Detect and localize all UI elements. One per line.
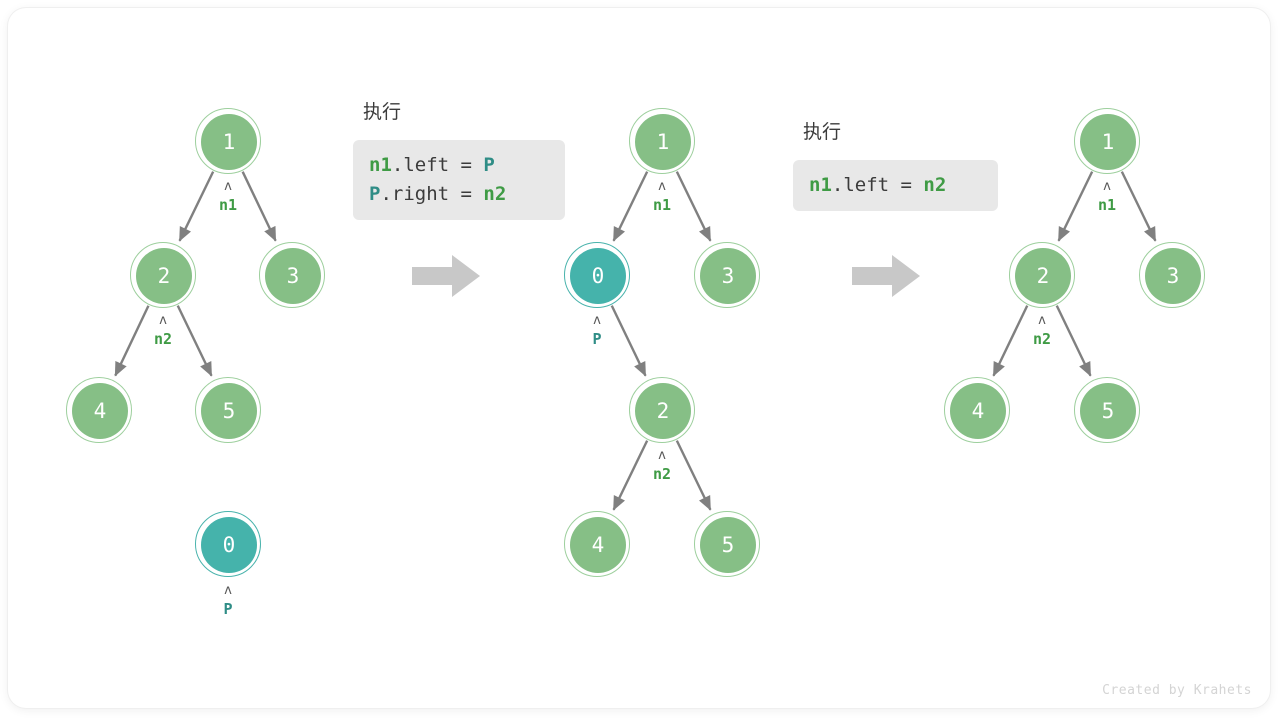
tree-node-value: 3 [286,263,300,288]
pointer-label-n1: ʌ n1 [622,179,702,214]
pointer-label-n2: ʌ n2 [1002,313,1082,348]
tree-node-1: 1 [195,108,261,174]
tree-node-1: 1 [629,108,695,174]
tree-node-value: 2 [157,263,171,288]
transition-arrow-icon [412,255,480,302]
tree-node-value: 4 [591,532,605,557]
code-token: .right = [380,183,484,205]
pointer-label-n1: ʌ n1 [188,179,268,214]
tree-node-fill: 0 [201,517,257,573]
code-line: n1.left = P [369,151,549,180]
caret-icon: ʌ [1103,179,1111,194]
tree-node-value: 1 [656,129,670,154]
tree-node-value: 5 [222,398,236,423]
caret-icon: ʌ [224,583,232,598]
tree-node-0: 0 [564,242,630,308]
tree-node-value: 3 [1166,263,1180,288]
tree-node-fill: 1 [201,114,257,170]
caret-icon: ʌ [658,448,666,463]
tree-node-fill: 3 [1145,248,1201,304]
tree-node-fill: 0 [570,248,626,304]
caret-icon: ʌ [159,313,167,328]
tree-node-4: 4 [564,511,630,577]
tree-node-fill: 4 [72,383,128,439]
pointer-name: n2 [1032,330,1052,348]
caret-icon: ʌ [1038,313,1046,328]
pointer-label-n2: ʌ n2 [123,313,203,348]
pointer-label-n1: ʌ n1 [1067,179,1147,214]
tree-node-5: 5 [1074,377,1140,443]
caret-icon: ʌ [224,179,232,194]
exec-label: 执行 [363,101,402,123]
tree-node-value: 4 [971,398,985,423]
pointer-name: n1 [652,196,672,214]
code-token: .left = [391,154,484,176]
tree-node-fill: 2 [635,383,691,439]
pointer-name: P [592,330,602,348]
tree-node-value: 5 [721,532,735,557]
tree-node-0: 0 [195,511,261,577]
pointer-label-n2: ʌ n2 [622,448,702,483]
caret-icon: ʌ [658,179,666,194]
tree-node-fill: 3 [265,248,321,304]
tree-node-value: 0 [222,532,236,557]
tree-node-value: 2 [1036,263,1050,288]
exec-label: 执行 [803,121,842,143]
tree-node-3: 3 [694,242,760,308]
transition-arrow-icon [852,255,920,302]
tree-node-value: 2 [656,398,670,423]
tree-node-2: 2 [629,377,695,443]
pointer-name: n1 [218,196,238,214]
tree-node-fill: 5 [1080,383,1136,439]
tree-node-2: 2 [130,242,196,308]
tree-node-fill: 2 [1015,248,1071,304]
pointer-name: n2 [652,465,672,483]
watermark: Created by Krahets [1102,683,1252,698]
tree-node-value: 1 [222,129,236,154]
code-token: n2 [923,174,947,196]
pointer-name: n1 [1097,196,1117,214]
code-token: n1 [809,174,832,196]
tree-node-fill: 4 [570,517,626,573]
tree-node-3: 3 [1139,242,1205,308]
code-line: n1.left = n2 [809,171,982,200]
tree-node-fill: 1 [1080,114,1136,170]
code-token: P [483,154,495,176]
tree-node-fill: 2 [136,248,192,304]
tree-node-5: 5 [195,377,261,443]
code-token: n2 [483,183,507,205]
pointer-name: n2 [153,330,173,348]
tree-node-fill: 1 [635,114,691,170]
tree-node-4: 4 [66,377,132,443]
code-token: P [369,183,381,205]
tree-node-1: 1 [1074,108,1140,174]
tree-node-4: 4 [944,377,1010,443]
tree-node-3: 3 [259,242,325,308]
code-block: n1.left = n2 [793,160,998,211]
tree-node-fill: 4 [950,383,1006,439]
tree-node-value: 1 [1101,129,1115,154]
tree-node-2: 2 [1009,242,1075,308]
tree-node-fill: 5 [201,383,257,439]
pointer-name: P [223,600,233,618]
code-token: n1 [369,154,392,176]
tree-node-value: 3 [721,263,735,288]
tree-node-fill: 3 [700,248,756,304]
tree-node-5: 5 [694,511,760,577]
tree-node-fill: 5 [700,517,756,573]
code-token: .left = [831,174,924,196]
tree-node-value: 4 [93,398,107,423]
tree-node-value: 0 [591,263,605,288]
tree-node-value: 5 [1101,398,1115,423]
caret-icon: ʌ [593,313,601,328]
code-line: P.right = n2 [369,180,549,209]
